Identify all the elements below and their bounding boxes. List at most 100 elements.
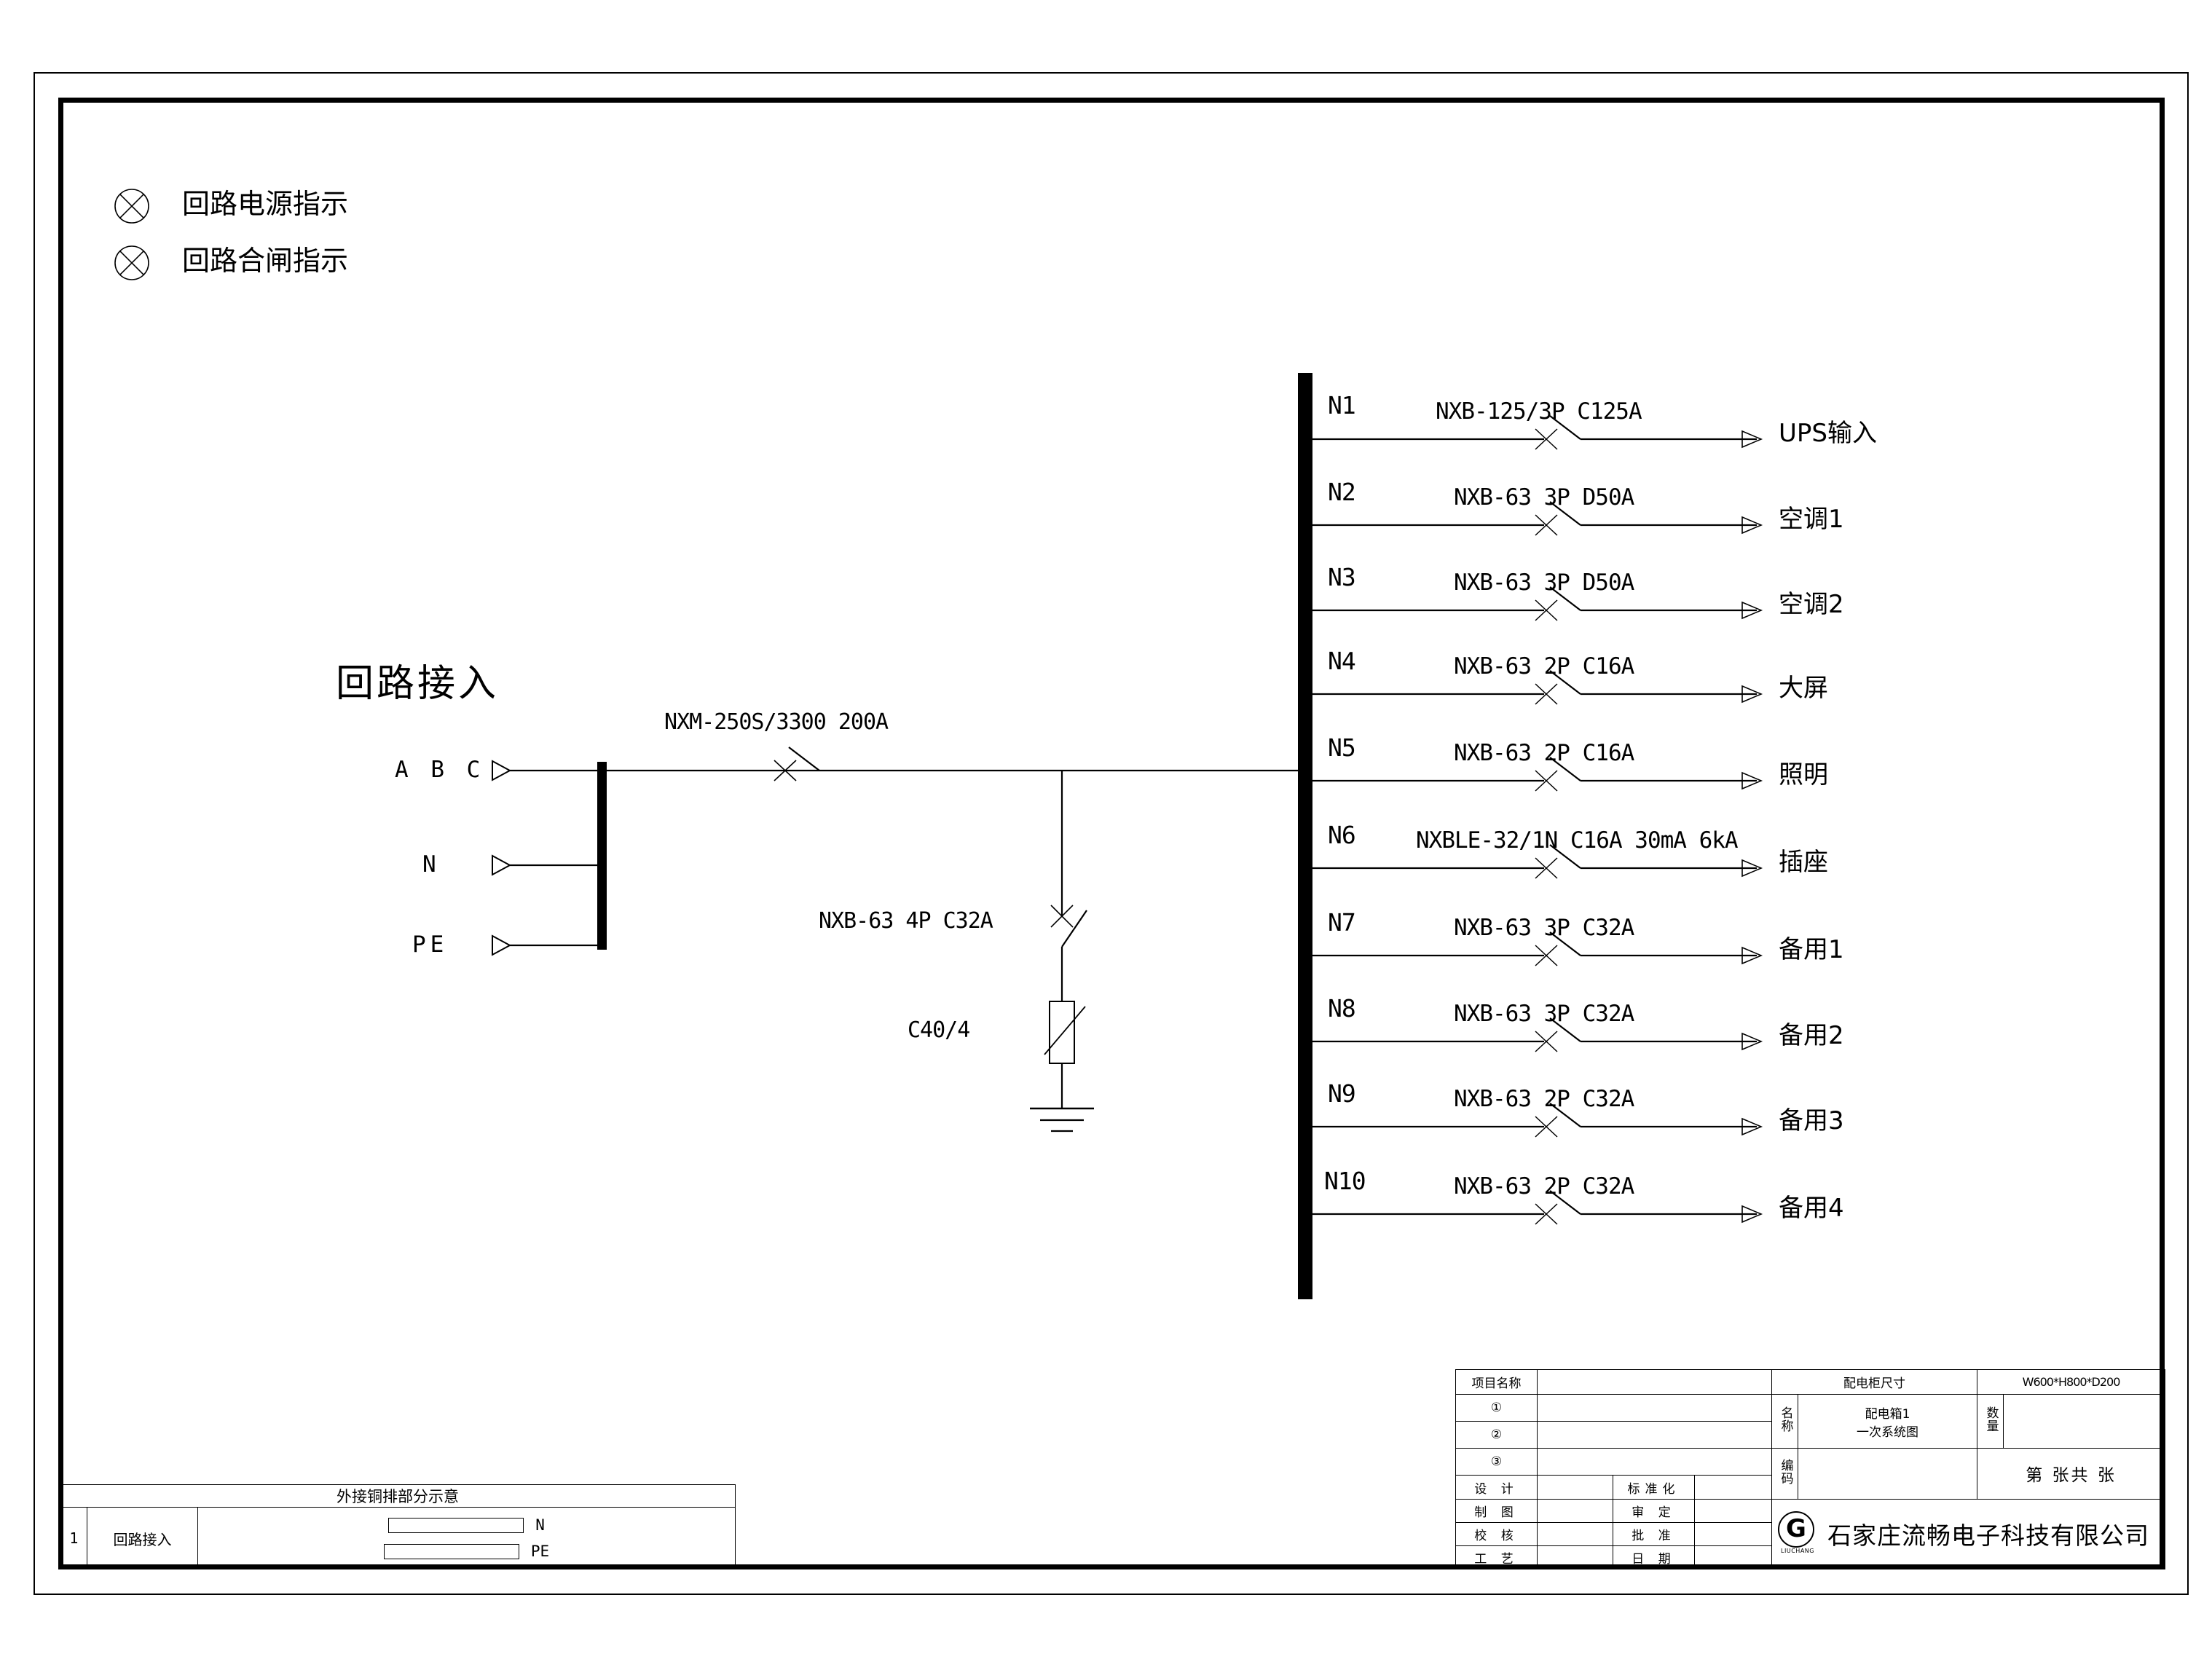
spd-breaker-spec: NXB-63 4P C32A <box>819 908 993 934</box>
spd-device-spec: C40/4 <box>908 1017 970 1043</box>
tb-name-line2: 一次系统图 <box>1857 1425 1919 1440</box>
tb-staff-value-design[interactable] <box>1537 1475 1613 1500</box>
circuit-load-n4: 大屏 <box>1779 674 1828 703</box>
spd-breaker-symbol <box>1050 905 1087 948</box>
tb-project-value[interactable] <box>1536 1368 1773 1395</box>
tb-staff-label-draft: 制 图 <box>1455 1498 1538 1523</box>
lamp-cross-circle-icon-2 <box>114 245 149 280</box>
circuit-spec-n6: NXBLE-32/1N C16A 30mA 6kA <box>1416 827 1739 854</box>
circuit-line-n1 <box>1311 415 1763 450</box>
tb-staff-value-date[interactable] <box>1693 1545 1773 1570</box>
copper-bar-row-name: 回路接入 <box>86 1507 199 1569</box>
title-block: 项目名称 配电柜尺寸 W600*H800*D200 ① 名称 配电箱1 一次系统… <box>1455 1368 2166 1570</box>
circuit-id-n10: N10 <box>1324 1167 1366 1195</box>
tb-staff-value-standard[interactable] <box>1693 1475 1773 1500</box>
tb-staff-value-process[interactable] <box>1537 1545 1613 1570</box>
terminal-arrow-abc <box>492 760 512 781</box>
circuit-line-n10 <box>1311 1190 1763 1225</box>
tb-item-2-value[interactable] <box>1536 1421 1773 1449</box>
copper-bar-table: 外接铜排部分示意 1 回路接入 N PE <box>60 1484 736 1569</box>
tb-staff-value-draft[interactable] <box>1537 1498 1613 1523</box>
tb-staff-label-design: 设 计 <box>1455 1475 1538 1500</box>
circuit-load-n7: 备用1 <box>1779 935 1844 964</box>
circuit-line-n9 <box>1311 1103 1763 1138</box>
copper-bar-row-bars: N PE <box>197 1507 736 1569</box>
circuit-spec-n2: NXB-63 3P D50A <box>1454 484 1634 511</box>
tb-item-3-value[interactable] <box>1536 1448 1773 1476</box>
circuit-id-n6: N6 <box>1328 821 1356 849</box>
lamp-cross-circle-icon-1 <box>114 189 149 224</box>
tb-item-3-label: ③ <box>1455 1448 1538 1476</box>
tb-item-1-label: ① <box>1455 1394 1538 1422</box>
circuit-line-n8 <box>1311 1017 1763 1052</box>
terminal-label-pe: PE <box>412 931 449 958</box>
circuit-spec-n10: NXB-63 2P C32A <box>1454 1173 1634 1200</box>
circuit-load-n10: 备用4 <box>1779 1194 1844 1223</box>
copper-bar-graphic-pe <box>383 1543 519 1559</box>
legend-label-close-indicator: 回路合闸指示 <box>182 245 349 277</box>
tb-staff-label-approve: 批 准 <box>1613 1521 1695 1546</box>
tb-item-2-label: ② <box>1455 1421 1538 1449</box>
copper-bar-label-pe: PE <box>530 1543 550 1560</box>
terminal-label-n: N <box>422 851 441 878</box>
circuit-load-n6: 插座 <box>1779 848 1828 877</box>
circuit-load-n1: UPS输入 <box>1779 419 1877 448</box>
tb-company-cell: LIUCHANG 石家庄流畅电子科技有限公司 <box>1771 1498 2166 1570</box>
circuit-spec-n8: NXB-63 3P C32A <box>1454 1001 1634 1027</box>
company-name: 石家庄流畅电子科技有限公司 <box>1827 1521 2150 1551</box>
tb-name-value: 配电箱1 一次系统图 <box>1798 1394 1978 1449</box>
tb-name-line1: 配电箱1 <box>1865 1406 1910 1422</box>
terminal-arrow-pe <box>492 934 512 956</box>
tb-staff-label-review: 审 定 <box>1613 1498 1695 1523</box>
tb-item-1-value[interactable] <box>1536 1394 1773 1422</box>
drawing-outer-frame <box>34 72 2189 1595</box>
tb-cabinet-size-value: W600*H800*D200 <box>1977 1368 2166 1395</box>
distribution-busbar <box>1298 373 1312 1299</box>
tb-code-value[interactable] <box>1798 1448 1978 1500</box>
circuit-line-n6 <box>1311 844 1763 879</box>
circuit-spec-n5: NXB-63 2P C16A <box>1454 740 1634 766</box>
circuit-spec-n1: NXB-125/3P C125A <box>1436 398 1642 425</box>
circuit-spec-n3: NXB-63 3P D50A <box>1454 570 1634 596</box>
copper-bar-table-header: 外接铜排部分示意 <box>60 1484 736 1508</box>
tb-project-label: 项目名称 <box>1455 1368 1538 1395</box>
tb-cabinet-size-label: 配电柜尺寸 <box>1771 1368 1978 1395</box>
tb-staff-label-standard: 标准化 <box>1613 1475 1695 1500</box>
circuit-id-n2: N2 <box>1328 478 1356 506</box>
circuit-load-n9: 备用3 <box>1779 1106 1844 1135</box>
drawing-inner-frame <box>58 98 2165 1569</box>
ground-symbol <box>1030 1107 1094 1133</box>
circuit-line-n3 <box>1311 586 1763 621</box>
circuit-load-n5: 照明 <box>1779 760 1828 789</box>
company-logo-subtext: LIUCHANG <box>1781 1548 1814 1555</box>
main-breaker-symbol <box>774 747 820 781</box>
circuit-id-n4: N4 <box>1328 647 1356 675</box>
circuit-id-n7: N7 <box>1328 908 1356 937</box>
tb-sheet-text: 第 张共 张 <box>1977 1448 2166 1500</box>
tb-staff-value-check[interactable] <box>1537 1521 1613 1546</box>
copper-bar-graphic-n <box>388 1517 524 1533</box>
circuit-id-n1: N1 <box>1328 391 1356 420</box>
circuit-id-n3: N3 <box>1328 563 1356 591</box>
tb-qty-value[interactable] <box>2003 1394 2166 1449</box>
circuit-id-n9: N9 <box>1328 1079 1356 1108</box>
circuit-line-n2 <box>1311 501 1763 536</box>
tb-staff-value-review[interactable] <box>1693 1498 1773 1523</box>
circuit-load-n3: 空调2 <box>1779 590 1844 619</box>
tb-code-label: 编码 <box>1771 1448 1799 1500</box>
circuit-line-n5 <box>1311 757 1763 792</box>
circuit-spec-n4: NXB-63 2P C16A <box>1454 653 1634 680</box>
incoming-section-title: 回路接入 <box>336 662 500 706</box>
circuit-load-n8: 备用2 <box>1779 1021 1844 1050</box>
main-breaker-spec: NXM-250S/3300 200A <box>664 709 889 735</box>
tb-staff-value-approve[interactable] <box>1693 1521 1773 1546</box>
tb-name-label: 名称 <box>1771 1394 1799 1449</box>
tb-staff-label-check: 校 核 <box>1455 1521 1538 1546</box>
circuit-spec-n9: NXB-63 2P C32A <box>1454 1086 1634 1112</box>
circuit-line-n4 <box>1311 670 1763 705</box>
copper-bar-row-no: 1 <box>60 1507 87 1569</box>
incoming-busbar <box>597 762 607 950</box>
tb-staff-label-process: 工 艺 <box>1455 1545 1538 1570</box>
tb-qty-label: 数量 <box>1977 1394 2004 1449</box>
